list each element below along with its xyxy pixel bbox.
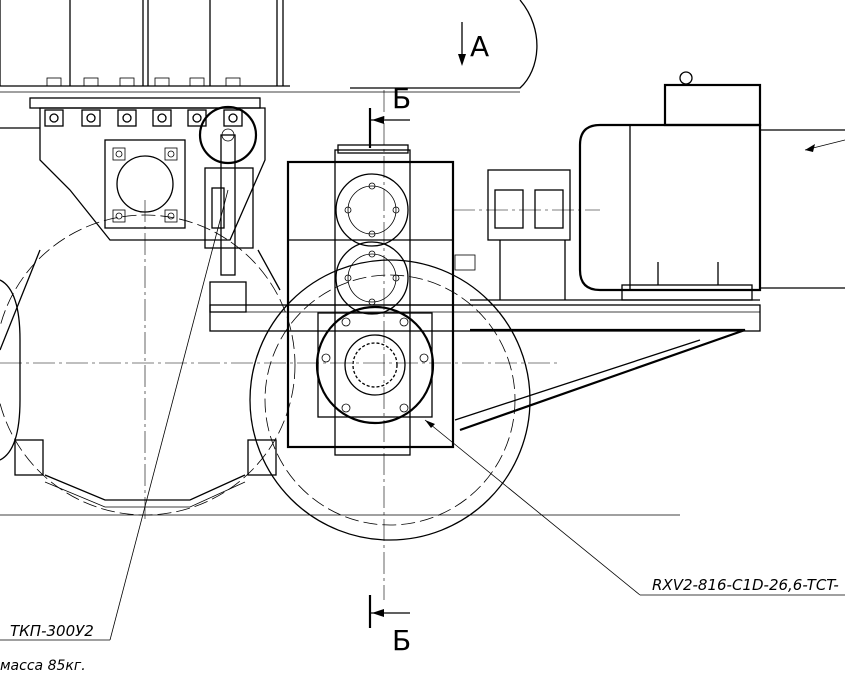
section-label-bottom: Б xyxy=(392,624,411,657)
mass-callout: масса 85кг. xyxy=(0,658,86,674)
brake-callout: ТКП-300У2 xyxy=(10,622,94,640)
drum-wheels xyxy=(0,90,560,600)
gearbox-callout: RXV2-816-C1D-26,6-TCT- xyxy=(652,576,839,594)
flange-bolt-row xyxy=(29,77,261,127)
view-arrow xyxy=(458,22,466,66)
brake-leader xyxy=(0,189,229,641)
section-label-top: Б xyxy=(392,82,411,115)
coupling xyxy=(453,169,600,300)
view-label: А xyxy=(470,30,489,63)
section-marker-top xyxy=(368,108,410,148)
section-marker-bottom xyxy=(368,595,410,628)
gearbox-leader xyxy=(424,419,845,596)
electric-motor xyxy=(578,71,845,301)
gearbox-housing xyxy=(286,144,455,456)
drum-supports xyxy=(0,279,680,516)
bearing-bracket xyxy=(39,107,266,241)
upper-frame xyxy=(0,0,538,129)
frame-beam xyxy=(209,299,761,432)
